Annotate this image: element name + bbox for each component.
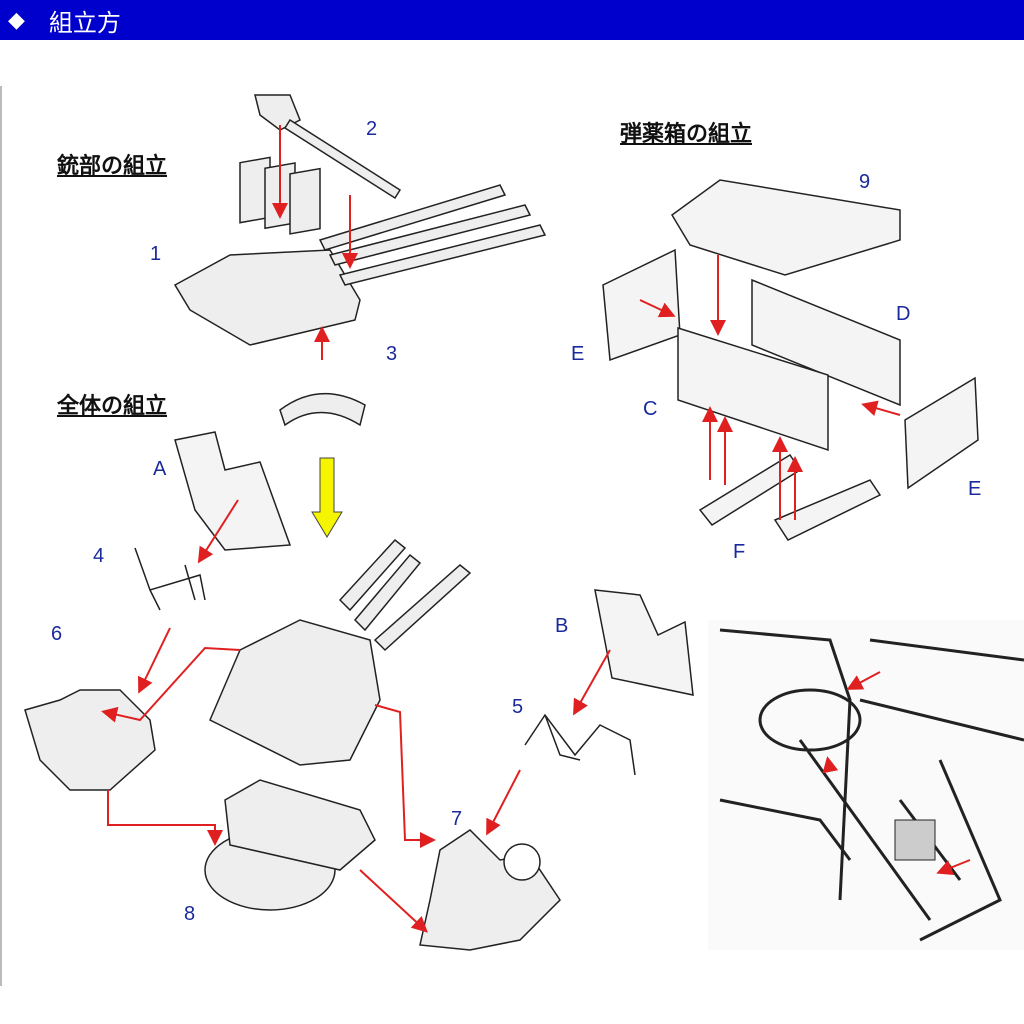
part-label-4: 4 <box>93 545 105 567</box>
header-bar: ◆ 組立方 <box>0 0 1024 40</box>
part-label-e-left: E <box>571 343 585 365</box>
part-label-c: C <box>643 398 658 420</box>
gun-assembly-parts <box>24 94 694 951</box>
page-title: 組立方 <box>48 8 121 37</box>
part-label-b: B <box>555 615 569 637</box>
part-label-a: A <box>153 458 167 480</box>
photo-inset <box>708 620 1024 950</box>
section-title-gun: 銃部の組立 <box>57 154 168 179</box>
diamond-icon: ◆ <box>8 7 25 33</box>
part-label-3: 3 <box>386 343 398 365</box>
part-label-8: 8 <box>184 903 196 925</box>
section-title-ammo: 弾薬箱の組立 <box>620 122 753 147</box>
part-label-f: F <box>733 541 746 563</box>
part-label-9: 9 <box>859 171 871 193</box>
part-label-6: 6 <box>51 623 63 645</box>
yellow-arrow-icon <box>311 457 343 538</box>
ammo-box-parts <box>602 179 979 541</box>
part-label-e-right: E <box>968 478 982 500</box>
part-label-d: D <box>896 303 911 325</box>
section-title-overall: 全体の組立 <box>57 394 168 419</box>
red-arrows <box>101 125 971 933</box>
part-label-2: 2 <box>366 118 378 140</box>
divider <box>0 86 2 986</box>
part-label-7: 7 <box>451 808 463 830</box>
part-label-1: 1 <box>150 243 162 265</box>
part-label-5: 5 <box>512 696 524 718</box>
